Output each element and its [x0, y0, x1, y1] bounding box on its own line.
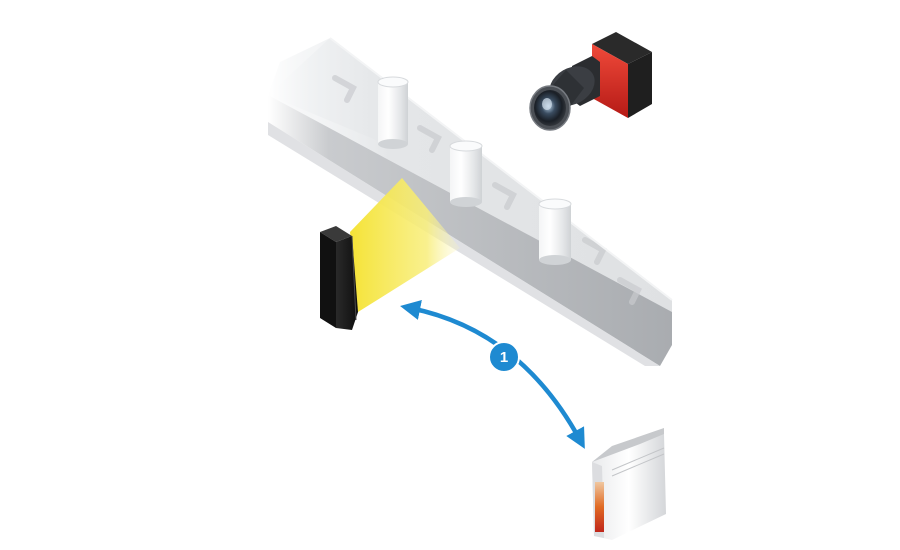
controller-display	[595, 482, 604, 532]
photoelectric-sensor-icon	[320, 226, 358, 330]
step-badge: 1	[488, 341, 520, 373]
controller-icon	[592, 428, 666, 540]
bottle-icon	[377, 76, 409, 149]
belt-chevrons	[332, 75, 642, 305]
step-badge-label: 1	[500, 349, 508, 366]
light-beam	[350, 178, 460, 312]
bottle-icon	[538, 198, 572, 265]
bottle-icon	[449, 140, 483, 207]
camera-icon	[529, 32, 652, 131]
double-arrow-icon	[400, 300, 585, 449]
belt-side-face	[268, 95, 672, 366]
